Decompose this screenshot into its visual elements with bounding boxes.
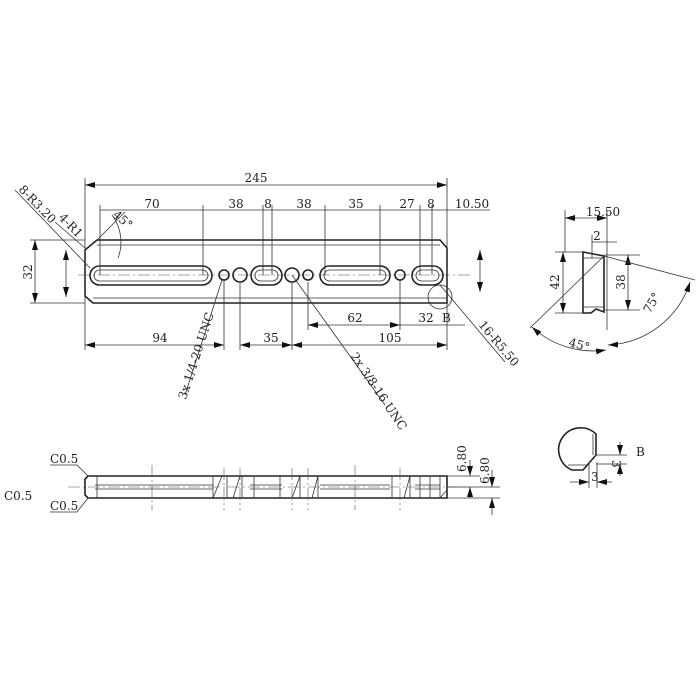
dim-bottom: 32 [418,311,433,325]
chamfer-left-label: C0.5 [4,489,32,503]
detail-b-dim-v: 3 [609,460,623,468]
section-view: 15.50 2 42 38 45° 75° [529,205,696,354]
detail-b-circle [427,284,453,310]
dim-section-offset: 2 [593,229,601,243]
thread-callout-small: 3x 1/4-20 UNC [176,311,217,401]
chamfer-bottom-label: C0.5 [50,499,78,513]
dim-top: 70 [144,197,159,211]
dim-section-width: 15.50 [586,205,620,219]
plate-outline [84,239,448,304]
dim-top: 8 [427,197,435,211]
dim-bottom: 35 [263,331,278,345]
hole-1-4-20 [302,269,314,281]
detail-b: B 3 3 [557,427,645,488]
top-view: 245 70 38 8 38 35 27 8 10.50 94 35 105 6… [14,171,522,433]
detail-b-dim-h: 3 [591,470,599,484]
chamfer-top-label: C0.5 [50,452,78,466]
corner-radius-callout: 8-R3.20 [16,182,59,226]
slot-1 [89,265,213,286]
side-view: C0.5 C0.5 C0.5 6.80 6.80 [4,445,500,515]
detail-label: B [442,311,451,325]
thread-callout-large: 2x 3/8-16 UNC [348,350,410,433]
dim-outer-height: 42 [548,274,562,289]
slot-4 [411,265,444,286]
dim-overall-length: 245 [245,171,268,185]
slot-2 [250,265,283,286]
dim-height: 32 [21,264,35,279]
dim-bottom: 62 [347,311,362,325]
angle-left: 45° [567,335,591,354]
thickness-dim-2: 6.80 [478,457,492,484]
dim-bottom: 94 [152,331,168,345]
angle-right: 75° [640,290,663,315]
detail-b-label: B [636,445,645,459]
dim-top: 38 [228,197,243,211]
chamfer-angle: 45° [110,208,135,232]
dim-top: 10.50 [455,197,489,211]
dim-top: 8 [264,197,272,211]
dim-top: 27 [399,197,414,211]
dim-bottom: 105 [379,331,402,345]
slot-3 [319,265,391,286]
dim-top: 35 [348,197,363,211]
slot-radius-callout: 16-R5.50 [476,318,522,369]
thickness-dim-1: 6.80 [455,445,469,472]
dim-top: 38 [296,197,311,211]
dim-inner-height: 38 [614,274,628,289]
